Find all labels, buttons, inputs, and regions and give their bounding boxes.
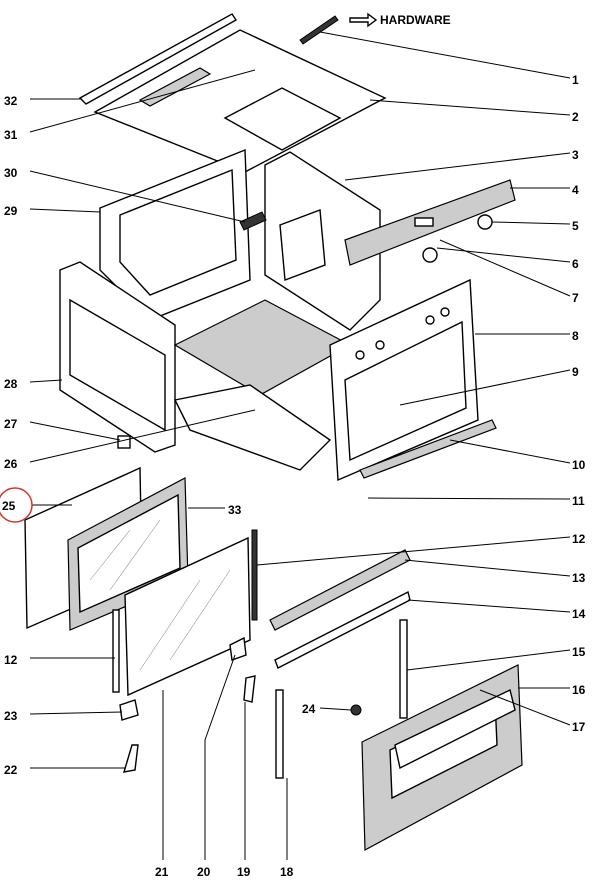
callout-10: 10 bbox=[572, 458, 586, 472]
leader-lines bbox=[29, 31, 571, 860]
part-28-left-side bbox=[59, 261, 176, 453]
callout-5: 5 bbox=[572, 219, 579, 233]
part-12-door-seal-right bbox=[251, 529, 258, 621]
part-14-bracket bbox=[274, 590, 411, 669]
highlight-circle-25 bbox=[0, 487, 33, 523]
part-29-back-panel bbox=[99, 148, 251, 321]
callout-13: 13 bbox=[572, 571, 586, 585]
callout-16: 16 bbox=[572, 683, 586, 697]
callout-25: 25 bbox=[2, 499, 16, 513]
callout-18: 18 bbox=[280, 865, 294, 879]
callout-11: 11 bbox=[572, 494, 585, 508]
callout-31: 31 bbox=[4, 128, 18, 142]
part-24-knob bbox=[350, 704, 362, 716]
part-15-rail bbox=[399, 619, 408, 719]
callout-32: 32 bbox=[4, 94, 18, 108]
part-3-right-side bbox=[264, 151, 381, 331]
callout-19: 19 bbox=[237, 865, 251, 879]
hardware-label: HARDWARE bbox=[380, 13, 451, 27]
callout-28: 28 bbox=[4, 377, 18, 391]
part-27-clip bbox=[117, 435, 131, 449]
callout-33: 33 bbox=[228, 503, 242, 517]
callout-2: 2 bbox=[572, 110, 579, 124]
part-6-knob bbox=[422, 247, 438, 263]
callout-20: 20 bbox=[197, 865, 211, 879]
callout-29: 29 bbox=[4, 204, 18, 218]
part-1-hardware bbox=[299, 15, 339, 45]
part-26-oven-floor bbox=[173, 299, 352, 471]
callout-8: 8 bbox=[572, 329, 579, 343]
callout-27: 27 bbox=[4, 417, 18, 431]
part-22-hinge bbox=[123, 744, 139, 773]
part-5-knob bbox=[477, 214, 493, 230]
callout-24: 24 bbox=[302, 702, 316, 716]
hardware-arrow bbox=[349, 12, 378, 28]
part-2-top-panel bbox=[93, 29, 387, 173]
callout-15: 15 bbox=[572, 645, 586, 659]
callout-17: 17 bbox=[572, 720, 586, 734]
part-30-connector bbox=[239, 211, 267, 231]
part-21-inner-glass bbox=[124, 536, 251, 697]
callout-4: 4 bbox=[572, 183, 579, 197]
part-19-hinge bbox=[243, 675, 256, 703]
part-20-hinge-block bbox=[229, 636, 247, 661]
callout-30: 30 bbox=[4, 166, 18, 180]
part-16-oven-door bbox=[361, 664, 523, 851]
part-23-hinge bbox=[119, 699, 139, 721]
callout-22: 22 bbox=[4, 763, 18, 777]
callout-23: 23 bbox=[4, 709, 18, 723]
callout-12-right: 12 bbox=[572, 532, 586, 546]
callout-26: 26 bbox=[4, 457, 18, 471]
callout-3: 3 bbox=[572, 148, 579, 162]
callout-7: 7 bbox=[572, 291, 579, 305]
part-18-rail bbox=[275, 689, 284, 779]
callout-labels: 1 2 3 4 5 6 7 8 9 10 11 12 13 14 15 16 1… bbox=[2, 73, 586, 879]
part-12-door-seal-left bbox=[112, 609, 120, 693]
part-10-trim-strip bbox=[359, 419, 497, 479]
callout-21: 21 bbox=[155, 865, 169, 879]
callout-9: 9 bbox=[572, 365, 579, 379]
callout-14: 14 bbox=[572, 607, 586, 621]
callout-1: 1 bbox=[572, 73, 579, 87]
part-17-door-handle bbox=[394, 688, 516, 770]
callout-12-left: 12 bbox=[4, 653, 18, 667]
part-32-strip bbox=[78, 13, 238, 105]
callout-6: 6 bbox=[572, 257, 579, 271]
part-4-control-panel bbox=[344, 179, 516, 266]
part-8-front-frame bbox=[329, 278, 479, 482]
